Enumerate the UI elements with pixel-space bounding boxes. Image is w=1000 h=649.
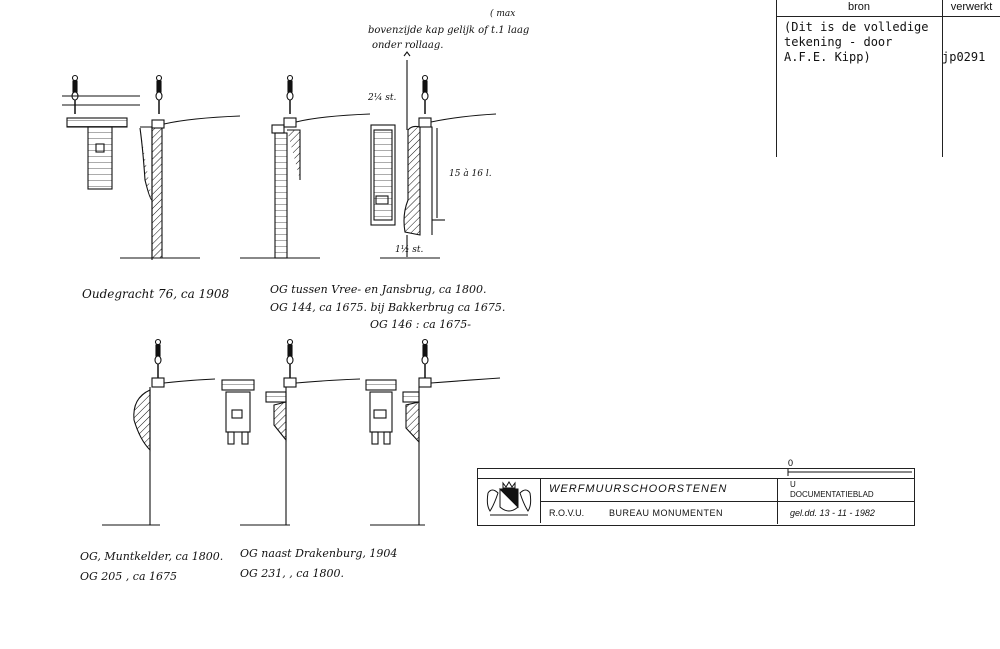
table-divider xyxy=(942,0,943,157)
chimney-3 xyxy=(370,51,497,259)
bron-cell: (Dit is de volledige tekening - door A.F… xyxy=(784,20,929,64)
document-type: U DOCUMENTATIEBLAD xyxy=(790,480,874,500)
document-title: WERFMUURSCHOORSTENEN xyxy=(549,483,728,495)
header-bron: bron xyxy=(776,0,942,17)
caption-3-line2: OG 205 , ca 1675 xyxy=(80,570,177,583)
dim-height: 15 à 16 l. xyxy=(449,168,492,179)
title-row: WERFMUURSCHOORSTENEN U DOCUMENTATIEBLAD xyxy=(541,479,914,502)
caption-2-line3: OG 146 : ca 1675- xyxy=(370,318,471,331)
caption-2-line1: OG tussen Vree- en Jansbrug, ca 1800. xyxy=(270,283,487,296)
scale-bar xyxy=(787,468,912,476)
table-border-left xyxy=(776,0,777,157)
title-block-top-rule xyxy=(478,478,914,479)
caption-1: Oudegracht 76, ca 1908 xyxy=(82,287,230,301)
chimney-4 xyxy=(102,338,255,526)
department-name: BUREAU MONUMENTEN xyxy=(609,508,724,518)
title-divider xyxy=(777,479,778,501)
chimney-5 xyxy=(240,338,361,526)
organisation-row: R.O.V.U. BUREAU MONUMENTEN gel.dd. 13 - … xyxy=(541,502,914,524)
caption-3-line1: OG, Muntkelder, ca 1800. xyxy=(80,550,223,563)
dim-upper: 2¼ st. xyxy=(367,92,397,103)
chimney-6 xyxy=(365,338,501,526)
note-top-max: ( max xyxy=(490,8,515,19)
organisation-divider xyxy=(777,502,778,524)
chimney-1 xyxy=(62,74,241,260)
caption-4-line1: OG naast Drakenburg, 1904 xyxy=(240,547,397,560)
verwerkt-cell: jp0291 xyxy=(942,50,986,64)
note-top-line1: bovenzijde kap gelijk of t.1 laag xyxy=(368,25,529,36)
scale-zero: 0 xyxy=(788,458,793,468)
document-type-label: DOCUMENTATIEBLAD xyxy=(790,490,874,499)
document-code: U xyxy=(790,480,796,489)
note-top-line2: onder rollaag. xyxy=(372,40,443,51)
source-table: bron verwerkt (Dit is de volledige teken… xyxy=(776,0,1000,157)
dim-lower: 1½ st. xyxy=(395,244,424,255)
organisation-name: R.O.V.U. xyxy=(549,508,585,518)
title-block: WERFMUURSCHOORSTENEN U DOCUMENTATIEBLAD … xyxy=(477,468,915,526)
chimney-2 xyxy=(240,74,371,259)
caption-2-line2: OG 144, ca 1675. bij Bakkerbrug ca 1675. xyxy=(270,301,505,314)
caption-4-line2: OG 231, , ca 1800. xyxy=(240,567,344,580)
header-verwerkt: verwerkt xyxy=(943,0,1000,17)
date-signature: gel.dd. 13 - 11 - 1982 xyxy=(790,508,875,518)
coat-of-arms-logo xyxy=(478,479,541,523)
utrecht-arms-icon xyxy=(486,481,532,516)
